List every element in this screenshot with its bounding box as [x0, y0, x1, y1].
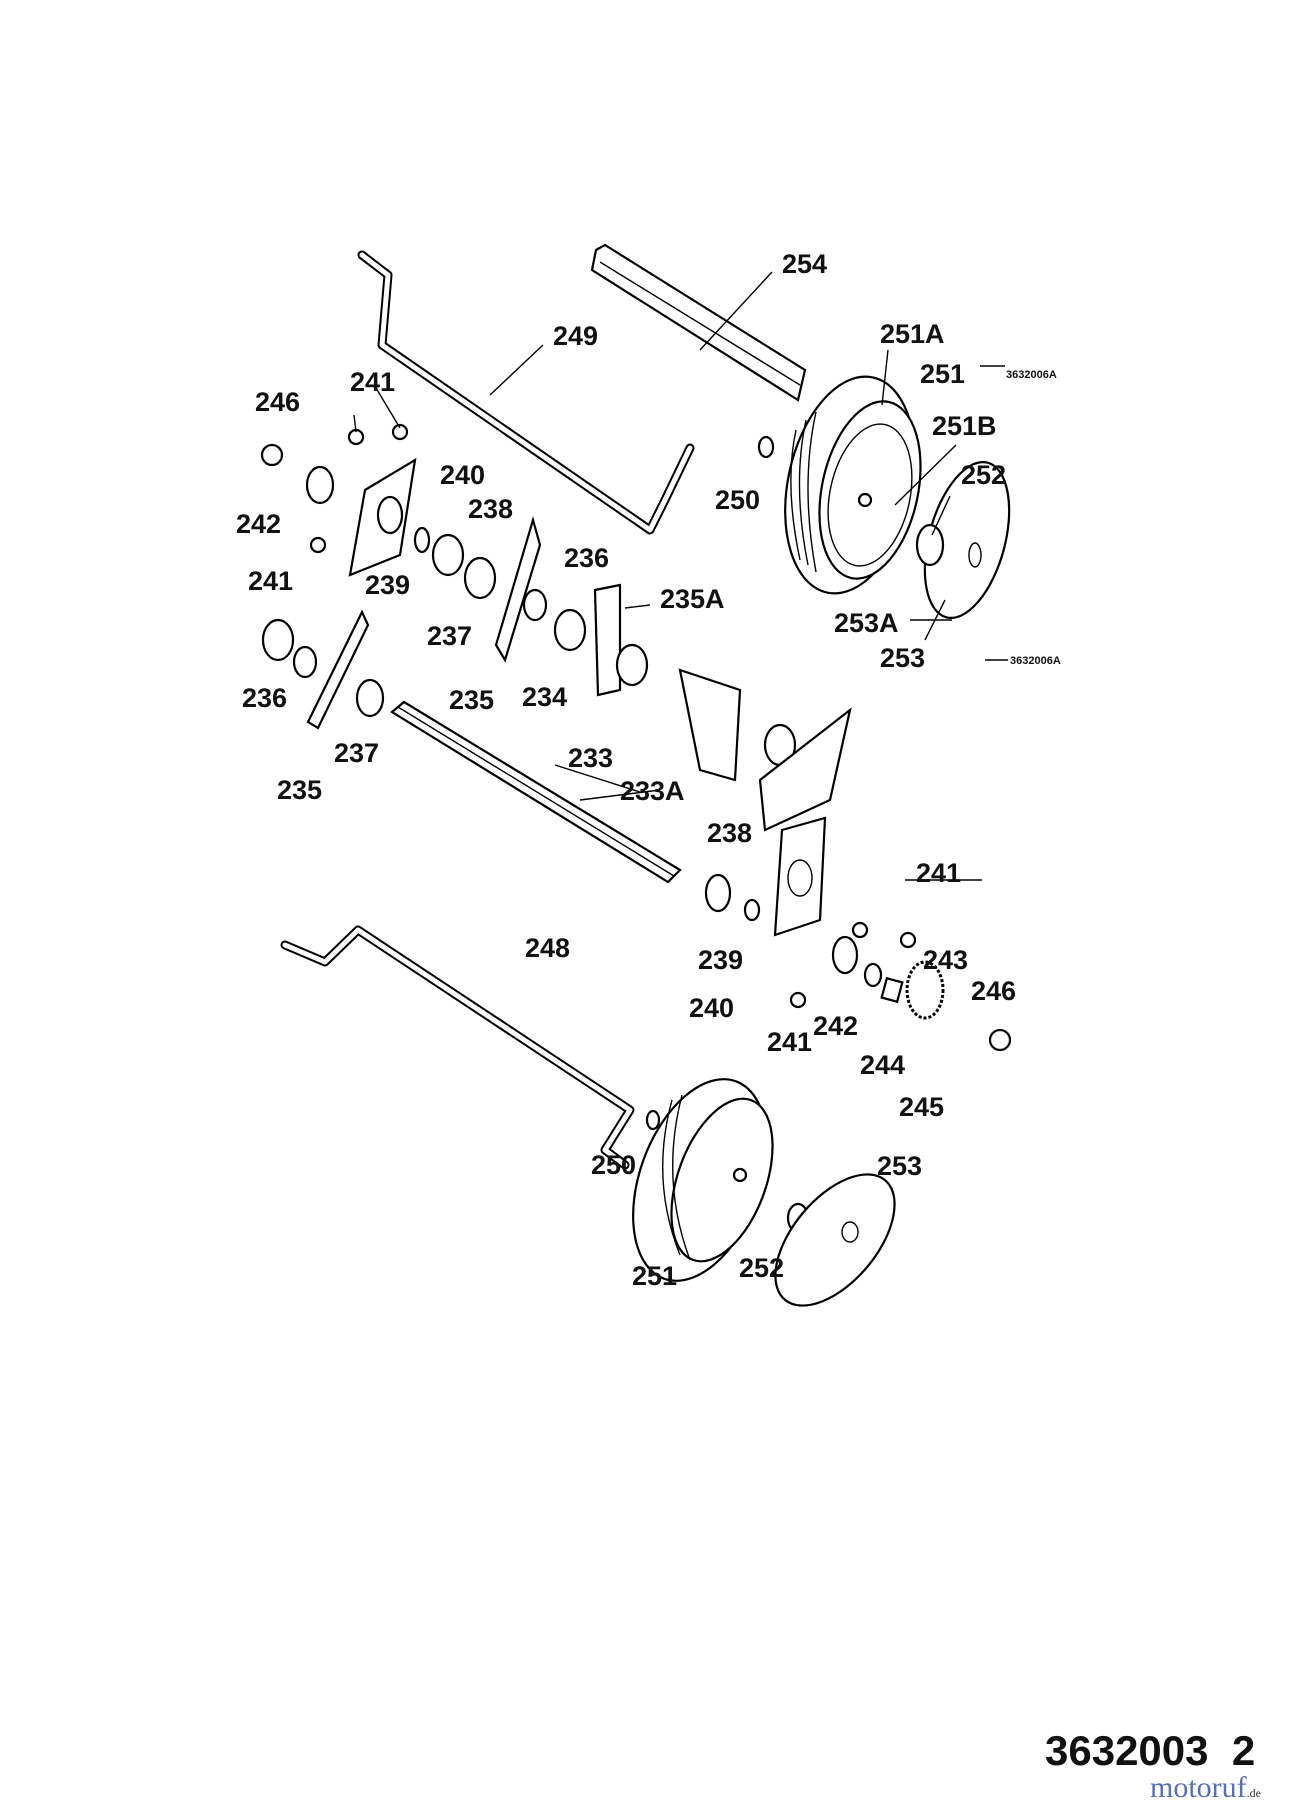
bushing-238-bottom: [704, 873, 732, 913]
label-241: 241: [248, 566, 293, 596]
label-239: 239: [698, 945, 743, 975]
svg-text:motoruf.de: motoruf.de: [1150, 1771, 1261, 1800]
bushing-243: [863, 962, 883, 988]
wheel-251-top: [784, 375, 922, 595]
shaft-233: [390, 700, 682, 884]
blade-center: [678, 668, 742, 782]
bearing-242-top: [305, 465, 335, 505]
bolt-241-bottom-c: [789, 991, 807, 1009]
label-235: 235: [449, 685, 494, 715]
bushing-237-left: [355, 678, 385, 718]
label-236: 236: [564, 543, 609, 573]
label-249: 249: [553, 321, 598, 351]
label-245: 245: [899, 1092, 944, 1122]
blade-right: [758, 707, 852, 832]
spacer-236-a: [522, 588, 548, 622]
label-246: 246: [971, 976, 1016, 1006]
label-240: 240: [689, 993, 734, 1023]
label-253: 253: [880, 643, 925, 673]
rod-249: [357, 250, 695, 535]
bushing-234: [553, 608, 587, 652]
washer-239-bottom: [743, 898, 761, 922]
bolt-246-top: [260, 443, 284, 467]
bushing-center-a: [615, 643, 649, 687]
blade-235-b: [306, 609, 370, 730]
bolt-246-bottom: [988, 1028, 1012, 1052]
label-253: 253: [877, 1151, 922, 1181]
brand-watermark: motoruf.de: [1150, 1771, 1261, 1800]
bolt-241-top-b: [391, 423, 409, 441]
bushing-238-top: [431, 533, 465, 577]
label-234: 234: [522, 682, 567, 712]
label-237: 237: [334, 738, 379, 768]
bolt-241-bottom-b: [899, 931, 917, 949]
label-236: 236: [242, 683, 287, 713]
label-238: 238: [468, 494, 513, 524]
washer-250-bottom: [645, 1109, 661, 1131]
bearing-242-bottom: [831, 935, 859, 975]
label-254: 254: [782, 249, 827, 279]
part-labels: 254 249 251A 251 3632006A 251B 246 241 2…: [236, 249, 1061, 1291]
washer-250-top: [757, 435, 775, 459]
label-251: 251: [632, 1261, 677, 1291]
spacer-236-b: [292, 645, 318, 679]
label-241: 241: [350, 367, 395, 397]
label-235A: 235A: [660, 584, 725, 614]
bushing-236-left: [261, 618, 295, 662]
leader-lines: [353, 271, 1008, 881]
label-251: 251: [920, 359, 965, 389]
label-233: 233: [568, 743, 613, 773]
brand-suffix: .de: [1247, 1786, 1261, 1800]
wheel-251-bottom: [632, 1078, 774, 1282]
label-242: 242: [813, 1011, 858, 1041]
bar-254: [590, 243, 807, 402]
bushing-237-top: [463, 556, 497, 600]
gear-245: [905, 960, 945, 1020]
label-238: 238: [707, 818, 752, 848]
square-244: [880, 976, 904, 1004]
label-250: 250: [591, 1150, 636, 1180]
label-251A: 251A: [880, 319, 945, 349]
plate-240-bottom: [773, 816, 827, 937]
label-244: 244: [860, 1050, 905, 1080]
nut-252-top: [915, 523, 945, 567]
blade-235A: [593, 583, 622, 697]
label-248: 248: [525, 933, 570, 963]
label-251B: 251B: [932, 411, 997, 441]
label-253A: 253A: [834, 608, 899, 638]
bolt-241-top-c: [309, 536, 327, 554]
label-241: 241: [767, 1027, 812, 1057]
blade-235-a: [494, 516, 542, 663]
rod-248: [280, 925, 635, 1170]
label-246: 246: [255, 387, 300, 417]
label-250: 250: [715, 485, 760, 515]
plate-240-top: [348, 457, 417, 577]
ref-253: 3632006A: [1010, 655, 1061, 667]
label-252: 252: [739, 1253, 784, 1283]
label-233A: 233A: [620, 776, 685, 806]
label-243: 243: [923, 945, 968, 975]
label-240: 240: [440, 460, 485, 490]
label-252: 252: [961, 460, 1006, 490]
label-237: 237: [427, 621, 472, 651]
washer-239-top: [413, 526, 431, 554]
drawing-number: 3632003 2: [1045, 1727, 1255, 1774]
bolt-241-top-a: [347, 428, 365, 446]
bolt-241-bottom-a: [851, 921, 869, 939]
label-242: 242: [236, 509, 281, 539]
hubcap-253-bottom: [774, 1173, 896, 1307]
label-241: 241: [916, 858, 961, 888]
ref-251: 3632006A: [1006, 369, 1057, 381]
label-239: 239: [365, 570, 410, 600]
label-235: 235: [277, 775, 322, 805]
brand-main: motoruf: [1150, 1771, 1247, 1800]
